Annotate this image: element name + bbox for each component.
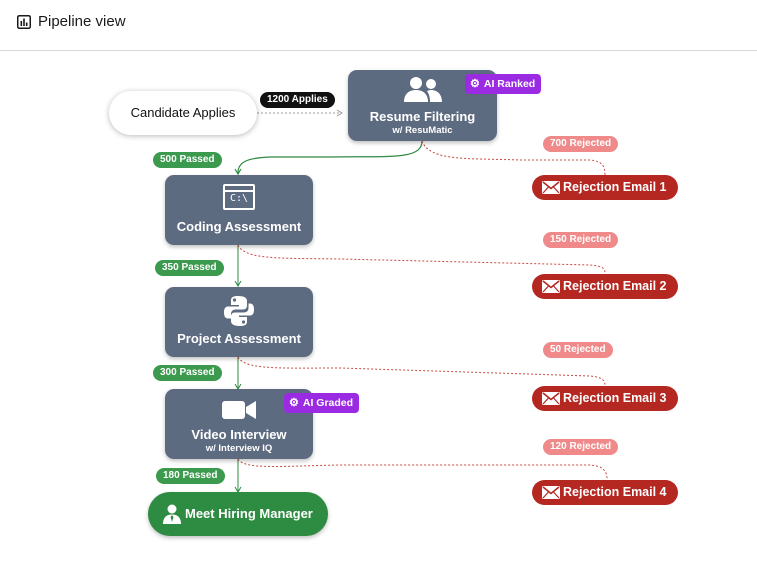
connector-arrowhead: [336, 109, 343, 117]
rejection-email-3[interactable]: Rejection Email 3: [532, 386, 678, 411]
badge-label: AI Ranked: [483, 78, 536, 90]
terminal-icon: C:\: [223, 184, 255, 210]
video-camera-icon: [222, 401, 256, 419]
rejection-email-4[interactable]: Rejection Email 4: [532, 480, 678, 505]
applies-count-pill: 1200 Applies: [260, 92, 335, 108]
email-label: Rejection Email 4: [563, 485, 667, 499]
connector-arrowhead: [234, 168, 242, 176]
stage-title: Project Assessment: [177, 331, 301, 346]
envelope-icon: [542, 486, 560, 499]
bar-chart-icon: [17, 15, 31, 29]
rejected-pill-4: 120 Rejected: [543, 439, 619, 455]
envelope-icon: [542, 181, 560, 194]
badge-label: AI Graded: [302, 397, 354, 409]
stage-title: Resume Filtering: [369, 109, 476, 124]
person-icon: [163, 504, 181, 524]
envelope-icon: [542, 392, 560, 405]
rejected-pill-2: 150 Rejected: [543, 232, 619, 248]
connector-video-to-email4: [237, 458, 608, 480]
rejected-pill-1: 700 Rejected: [543, 136, 619, 152]
ai-ranked-badge: ⚙AI Ranked: [465, 74, 542, 94]
passed-pill-1: 500 Passed: [153, 152, 222, 168]
ai-graded-badge: ⚙AI Graded: [284, 393, 360, 413]
email-label: Rejection Email 2: [563, 279, 667, 293]
rejected-pill-3: 50 Rejected: [543, 342, 613, 358]
users-icon: [403, 77, 442, 102]
page-header: Pipeline view: [0, 0, 757, 51]
meet-hiring-manager-node[interactable]: Meet Hiring Manager: [148, 492, 328, 536]
connector-resume-to-email1: [421, 140, 606, 176]
stage-title: Coding Assessment: [176, 219, 302, 234]
project-assessment-node[interactable]: Project Assessment: [165, 287, 313, 357]
gear-icon: ⚙: [289, 397, 299, 409]
coding-assessment-node[interactable]: C:\ Coding Assessment: [165, 175, 313, 245]
passed-pill-4: 180 Passed: [156, 468, 225, 484]
connector-project-to-email3: [237, 356, 606, 387]
page-title: Pipeline view: [38, 13, 126, 30]
stage-title: Video Interview: [191, 427, 287, 442]
stage-subtitle: w/ ResuMatic: [392, 125, 453, 136]
rejection-email-2[interactable]: Rejection Email 2: [532, 274, 678, 299]
envelope-icon: [542, 280, 560, 293]
connector-resume-to-coding: [237, 140, 423, 174]
python-icon: [224, 296, 254, 326]
passed-pill-3: 300 Passed: [153, 365, 222, 381]
final-label: Meet Hiring Manager: [185, 506, 313, 521]
stage-subtitle: w/ Interview IQ: [205, 443, 273, 454]
terminal-icon-text: C:\: [229, 193, 249, 204]
candidate-applies-node[interactable]: Candidate Applies: [109, 91, 257, 135]
connector-coding-to-email2: [237, 244, 606, 274]
email-label: Rejection Email 3: [563, 391, 667, 405]
connector-arrowhead: [234, 280, 242, 287]
passed-pill-2: 350 Passed: [155, 260, 224, 276]
gear-icon: ⚙: [470, 78, 480, 90]
email-label: Rejection Email 1: [563, 180, 667, 194]
rejection-email-1[interactable]: Rejection Email 1: [532, 175, 678, 200]
